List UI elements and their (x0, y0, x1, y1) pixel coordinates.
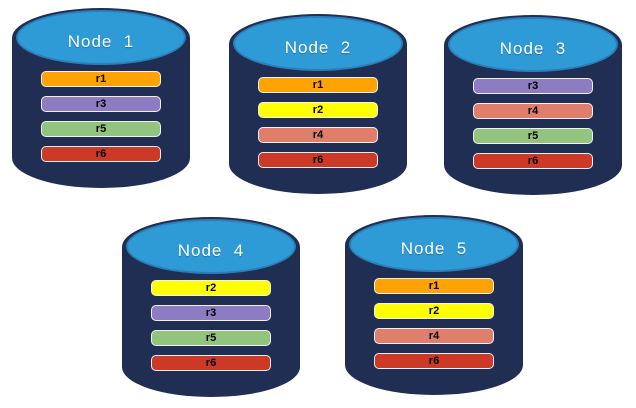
node-title: Node 2 (284, 38, 352, 57)
replica-bar: r1 (258, 77, 378, 93)
node-title: Node 5 (400, 239, 468, 258)
database-cylinder-top: Node 4 (126, 219, 296, 274)
node-4-cylinder: Node 4 r2 r3 r5 r6 (122, 217, 300, 397)
replica-list: r1 r2 r4 r6 (374, 278, 494, 369)
node-title: Node 1 (67, 32, 135, 51)
replica-bar: r1 (374, 278, 494, 294)
replica-bar: r6 (473, 153, 593, 169)
replica-bar: r6 (374, 353, 494, 369)
replica-list: r2 r3 r5 r6 (151, 280, 271, 371)
replica-bar: r3 (473, 78, 593, 94)
replica-bar: r2 (151, 280, 271, 296)
replica-bar: r6 (41, 146, 161, 162)
node-3-cylinder: Node 3 r3 r4 r5 r6 (444, 15, 622, 195)
database-cylinder-top: Node 3 (448, 17, 618, 72)
node-2-cylinder: Node 2 r1 r2 r4 r6 (229, 14, 407, 194)
replica-bar: r4 (473, 103, 593, 119)
database-cylinder-top: Node 2 (233, 16, 403, 71)
replica-bar: r2 (258, 102, 378, 118)
replica-bar: r5 (473, 128, 593, 144)
database-cylinder-top: Node 5 (349, 217, 519, 272)
node-5-cylinder: Node 5 r1 r2 r4 r6 (345, 215, 523, 395)
database-cylinder-top: Node 1 (16, 10, 186, 65)
replica-bar: r3 (41, 96, 161, 112)
replica-bar: r6 (151, 355, 271, 371)
node-1-cylinder: Node 1 r1 r3 r5 r6 (12, 8, 190, 188)
node-title: Node 4 (177, 241, 245, 260)
replica-list: r1 r3 r5 r6 (41, 71, 161, 162)
replica-bar: r4 (258, 127, 378, 143)
replica-bar: r2 (374, 303, 494, 319)
node-title: Node 3 (499, 39, 567, 58)
replica-bar: r6 (258, 152, 378, 168)
replica-list: r3 r4 r5 r6 (473, 78, 593, 169)
replica-bar: r5 (41, 121, 161, 137)
replica-list: r1 r2 r4 r6 (258, 77, 378, 168)
replica-bar: r5 (151, 330, 271, 346)
replica-bar: r3 (151, 305, 271, 321)
replica-bar: r4 (374, 328, 494, 344)
replica-bar: r1 (41, 71, 161, 87)
